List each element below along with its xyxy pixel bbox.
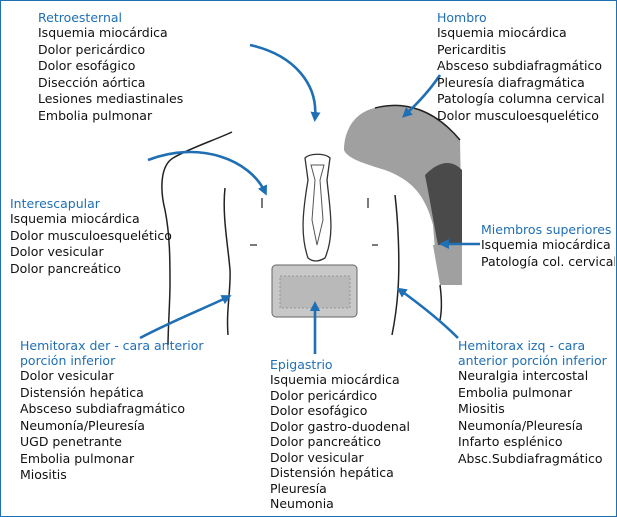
epigastrio-item: Isquemia miocárdica [270,372,400,387]
hemitorax-der-item: Embolia pulmonar [20,450,135,466]
interescapular-title: Interescapular [10,196,100,211]
hemitorax-der-title: porción inferior [20,353,116,368]
epigastric-inner [279,275,351,309]
hombro-title: Hombro [437,10,487,25]
miembros-block: Miembros superiores Isquemia miocárdica … [481,222,615,270]
right-arm-line [439,284,443,321]
hombro-item: Isquemia miocárdica [437,25,567,40]
hemitorax-der-item: Neumonía/Pleuresía [20,417,145,433]
hemitorax-der-item: Miositis [20,467,67,482]
epigastrio-item: Pleuresía [270,480,327,496]
hemitorax-izq-item: Neuralgia intercostal [458,368,589,383]
hemitorax-izq-item: Embolia pulmonar [458,384,573,400]
hombro-item: Pericarditis [437,41,507,57]
hemitorax-izq-item: Miositis [458,401,505,416]
hemitorax-izq-block: Hemitorax izq - cara anterior porción in… [458,338,607,467]
interescapular-item: Isquemia miocárdica [10,211,140,226]
hemitorax-izq-item: Neumonía/Pleuresía [458,417,583,433]
miembros-title: Miembros superiores [481,222,612,237]
epigastrio-item: Neumonia [270,496,334,511]
hemitorax-der-item: UGD penetrante [20,434,122,449]
left-body-outline [161,131,233,346]
hombro-block: Hombro Isquemia miocárdica Pericarditis … [437,10,605,124]
interescapular-item: Dolor pancreático [10,260,122,276]
right-body-outline [374,104,461,141]
arrow-hemi-izq [396,287,459,339]
retroesternal-item: Dolor pericárdico [38,41,146,57]
left-arm-line [223,187,231,336]
epigastrio-item: Distensión hepática [270,465,394,480]
shoulder-dark-band [425,163,462,245]
retroesternal-title: Retroesternal [38,10,122,25]
hemitorax-izq-title: Hemitorax izq - cara [458,338,586,353]
interescapular-item: Dolor musculoesquelético [10,227,172,243]
epigastrio-item: Dolor gastro-duodenal [270,418,410,434]
epigastrio-item: Dolor esofágico [270,403,368,418]
epigastrio-item: Dolor pericárdico [270,387,378,403]
hombro-item: Dolor musculoesquelético [437,107,599,123]
hemitorax-izq-item: Infarto esplénico [458,434,563,449]
arrow-retroesternal [249,43,321,122]
retroesternal-block: Retroesternal Isquemia miocárdica Dolor … [38,10,183,124]
hemitorax-der-block: Hemitorax der - cara anterior porción in… [20,338,204,484]
hemitorax-der-item: Dolor vesicular [20,368,114,383]
interescapular-block: Interescapular Isquemia miocárdica Dolor… [10,196,172,277]
arm-shading [433,245,462,285]
retroesternal-item: Lesiones mediastinales [38,91,184,106]
miembros-item: Patología col. cervical [481,253,615,269]
miembros-item: Isquemia miocárdica [481,237,611,252]
arrow-hombro [402,74,442,118]
hombro-item: Absceso subdiafragmático [437,58,602,73]
retroesternal-item: Embolia pulmonar [38,107,153,123]
arrow-interescapular [147,150,267,196]
epigastrio-title: Epigastrio [270,357,333,372]
arrow-hemi-der [139,295,232,340]
retroesternal-item: Dolor esofágico [38,58,136,73]
right-torso-line [391,194,400,336]
hemitorax-der-item: Distensión hepática [20,384,144,400]
shoulder-shading [344,105,462,262]
hemitorax-izq-title: anterior porción inferior [458,353,607,368]
hemitorax-izq-item: Absc.Subdiafragmático [458,450,603,466]
epigastrio-item: Dolor vesicular [270,449,364,465]
retroesternal-item: Isquemia miocárdica [38,25,168,40]
hemitorax-der-title: Hemitorax der - cara anterior [20,338,204,353]
epigastrio-item: Dolor pancreático [270,434,382,449]
hemitorax-der-item: Absceso subdiafragmático [20,401,185,416]
epigastrio-block: Epigastrio Isquemia miocárdica Dolor per… [270,357,410,512]
tie-inner [310,164,325,246]
retroesternal-item: Disección aórtica [38,74,146,90]
interescapular-item: Dolor vesicular [10,244,104,259]
tie-outline [302,153,332,262]
hombro-item: Pleuresía diafragmática [437,74,585,90]
hombro-item: Patología columna cervical [437,91,605,106]
